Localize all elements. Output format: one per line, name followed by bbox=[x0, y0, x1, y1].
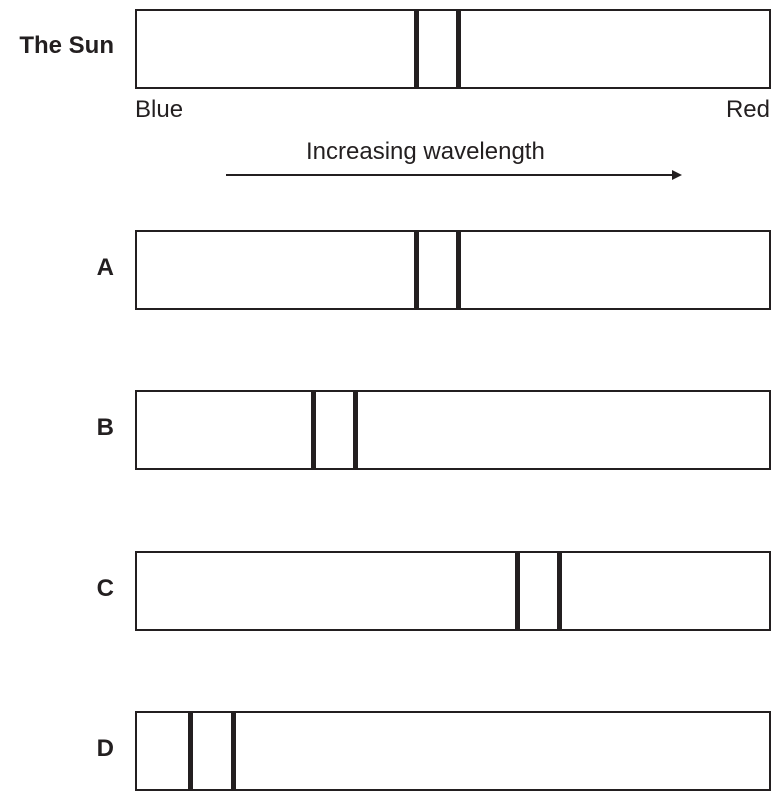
spectrum-a bbox=[135, 230, 771, 310]
absorption-line bbox=[456, 232, 462, 308]
spectrum-b bbox=[135, 390, 771, 470]
absorption-line bbox=[514, 553, 520, 629]
spectrum-label-a: A bbox=[96, 254, 114, 281]
red-end-label: Red bbox=[725, 96, 770, 123]
spectrum-label-sun: The Sun bbox=[19, 32, 114, 59]
absorption-line bbox=[413, 232, 419, 308]
spectrum-label-d: D bbox=[96, 735, 114, 762]
absorption-line bbox=[413, 11, 419, 87]
spectrum-c bbox=[135, 551, 771, 631]
spectrum-label-b: B bbox=[96, 414, 114, 441]
absorption-line bbox=[557, 553, 563, 629]
absorption-line bbox=[188, 713, 194, 789]
absorption-line bbox=[230, 713, 236, 789]
blue-end-label: Blue bbox=[135, 96, 184, 123]
spectrum-d bbox=[135, 711, 771, 791]
absorption-line bbox=[311, 392, 317, 468]
wavelength-arrow-icon bbox=[226, 170, 682, 180]
absorption-line bbox=[456, 11, 462, 87]
spectrum-sun bbox=[135, 9, 771, 89]
absorption-line bbox=[352, 392, 358, 468]
spectrum-label-c: C bbox=[96, 575, 114, 602]
wavelength-axis-title: Increasing wavelength bbox=[306, 138, 545, 165]
